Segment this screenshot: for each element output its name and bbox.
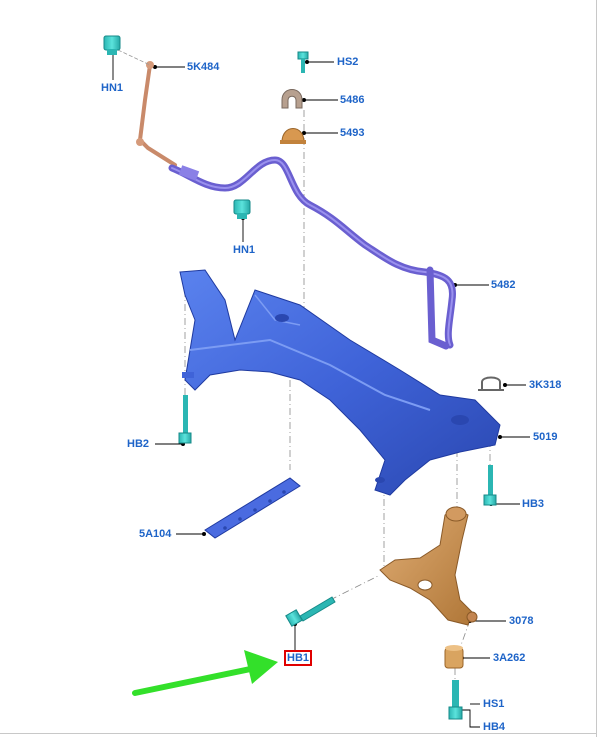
label-hn1-top[interactable]: HN1 — [101, 82, 124, 94]
stabilizer-bar — [168, 156, 457, 350]
bottom-border — [0, 733, 597, 734]
bushing-5493 — [280, 128, 306, 144]
label-5a104[interactable]: 5A104 — [139, 528, 172, 540]
bushing-5486 — [281, 89, 303, 109]
bolt-hb1 — [285, 596, 336, 627]
label-hb4[interactable]: HB4 — [483, 721, 506, 733]
label-3k318[interactable]: 3K318 — [529, 379, 562, 391]
clip-3k318 — [478, 376, 504, 391]
label-hs2[interactable]: HS2 — [337, 56, 359, 68]
nut-hn1-mid — [233, 199, 251, 219]
label-5493[interactable]: 5493 — [340, 127, 365, 139]
label-hb1-highlighted[interactable]: HB1 — [283, 650, 313, 666]
bushing-3a262 — [444, 645, 464, 669]
right-border — [596, 0, 597, 737]
front-subframe — [179, 269, 501, 496]
label-5486[interactable]: 5486 — [340, 94, 365, 106]
label-3a262[interactable]: 3A262 — [493, 652, 526, 664]
nut-hn1-top — [103, 35, 121, 55]
label-5k484[interactable]: 5K484 — [187, 61, 220, 73]
label-hb3[interactable]: HB3 — [522, 498, 545, 510]
bolt-hb3 — [483, 465, 497, 506]
label-hn1-mid[interactable]: HN1 — [233, 244, 256, 256]
pointer-arrow — [132, 650, 278, 696]
bolt-hs1-hb4 — [448, 680, 463, 720]
stabilizer-link — [117, 49, 177, 167]
label-5482[interactable]: 5482 — [491, 279, 516, 291]
label-hb2[interactable]: HB2 — [127, 438, 150, 450]
label-hs1[interactable]: HS1 — [483, 698, 505, 710]
bolt-hs2 — [297, 51, 309, 73]
lower-control-arm — [379, 506, 478, 626]
bolt-hb2 — [178, 395, 192, 444]
reinforcement-bracket — [204, 477, 301, 539]
label-5019[interactable]: 5019 — [533, 431, 558, 443]
label-3078[interactable]: 3078 — [509, 615, 534, 627]
